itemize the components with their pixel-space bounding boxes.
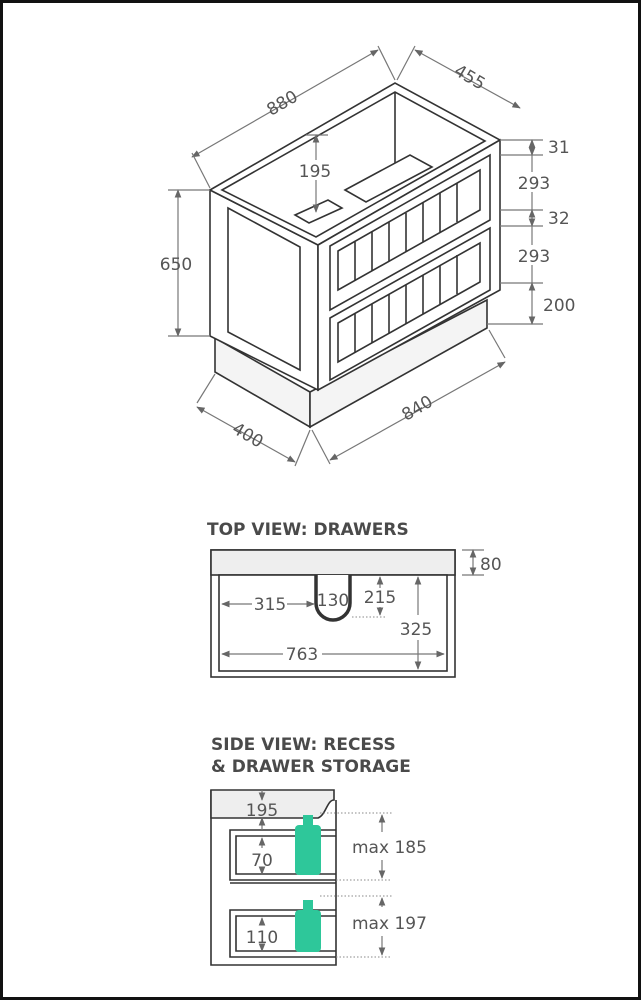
label-drawer2-293: 293 bbox=[518, 247, 550, 267]
countertop-profile bbox=[210, 789, 335, 819]
label-offset-315: 315 bbox=[254, 595, 286, 615]
side-drawer-top bbox=[229, 829, 336, 881]
label-drawer1-293: 293 bbox=[518, 174, 550, 194]
side-panel-inset bbox=[227, 206, 301, 372]
bottle-top bbox=[295, 815, 321, 875]
drawer-front-bottom bbox=[329, 226, 491, 382]
side-drawer-bottom bbox=[229, 909, 336, 958]
side-view-title-line2: & DRAWER STORAGE bbox=[211, 757, 411, 777]
label-max-185: max 185 bbox=[352, 838, 427, 858]
side-view-title-line1: SIDE VIEW: RECESS bbox=[211, 735, 396, 755]
bottle-bottom bbox=[295, 900, 321, 952]
label-plinth-depth-400: 400 bbox=[228, 419, 266, 453]
label-divider-195: 195 bbox=[299, 162, 331, 182]
label-depth-455: 455 bbox=[450, 61, 488, 95]
label-recess-195: 195 bbox=[246, 801, 278, 821]
label-drawer-bottom-110: 110 bbox=[246, 928, 278, 948]
drawer-front-top bbox=[329, 153, 491, 312]
side-view-diagram: 195 70 110 max 185 max 197 bbox=[210, 789, 427, 966]
top-view-diagram: 80 315 130 215 325 763 bbox=[210, 549, 502, 678]
label-max-197: max 197 bbox=[352, 914, 427, 934]
label-top-rail-31: 31 bbox=[548, 138, 570, 158]
top-view-title: TOP VIEW: DRAWERS bbox=[207, 520, 409, 540]
label-drawer-width-763: 763 bbox=[286, 645, 318, 665]
label-back-80: 80 bbox=[480, 555, 502, 575]
label-plinth-width-840: 840 bbox=[398, 392, 436, 426]
label-mid-rail-32: 32 bbox=[548, 209, 570, 229]
label-plinth-200: 200 bbox=[543, 296, 575, 316]
label-drawer-depth-325: 325 bbox=[400, 620, 432, 640]
label-width-880: 880 bbox=[263, 87, 301, 121]
label-cutout-depth-215: 215 bbox=[364, 588, 396, 608]
label-drawer-top-70: 70 bbox=[251, 851, 273, 871]
label-height-650: 650 bbox=[160, 255, 192, 275]
label-cutout-130: 130 bbox=[317, 591, 349, 611]
isometric-cabinet bbox=[208, 82, 502, 429]
